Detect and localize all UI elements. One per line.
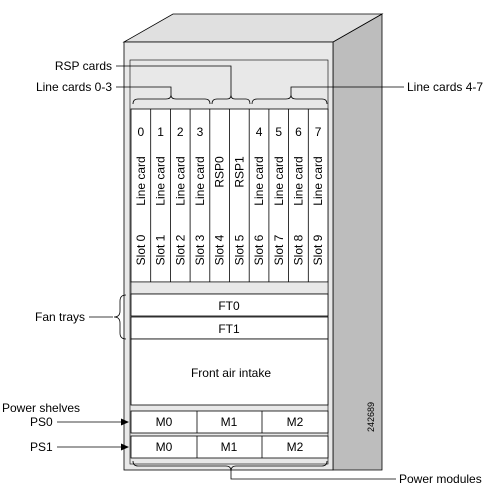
slot-name-label: Slot 5	[232, 234, 246, 265]
slot-name-label: Slot 2	[173, 234, 187, 265]
slot-number: 7	[315, 125, 322, 139]
slot-name-label: Slot 7	[272, 234, 286, 265]
slot-card-label: Line card	[193, 156, 207, 205]
rsp-cards-callout: RSP cards	[55, 59, 112, 73]
slot-card-label: Line card	[311, 156, 325, 205]
slot-number: 6	[295, 125, 302, 139]
slot-number: 1	[157, 125, 164, 139]
slot-card-label: Line card	[291, 156, 305, 205]
slot-card-label: RSP1	[232, 156, 246, 188]
slot-number: 2	[177, 125, 184, 139]
power-modules-leader	[230, 471, 396, 480]
slot-card-label: RSP0	[213, 156, 227, 188]
slot-name-label: Slot 4	[213, 234, 227, 265]
slot-number: 4	[256, 125, 263, 139]
chassis-side-panel	[332, 13, 383, 471]
ps0-arrowhead	[121, 418, 129, 426]
slot-name-label: Slot 9	[311, 234, 325, 265]
fan-tray-0	[130, 293, 329, 317]
ps0-callout: PS0	[30, 415, 53, 429]
ps1-module-m0: M0	[156, 440, 173, 454]
fan-tray-1-label: FT1	[218, 322, 240, 336]
ps1-callout: PS1	[30, 440, 53, 454]
ps0-module-m0: M0	[156, 415, 173, 429]
slot-name-label: Slot 6	[252, 234, 266, 265]
slot-card-label: Line card	[252, 156, 266, 205]
ps1-module-m1: M1	[221, 440, 238, 454]
slot-card-label: Line card	[134, 156, 148, 205]
slot-name-label: Slot 1	[154, 234, 168, 265]
line-cards-right-callout: Line cards 4-7	[407, 80, 483, 94]
slot-name-label: Slot 8	[291, 234, 305, 265]
slot-card-label: Line card	[272, 156, 286, 205]
slot-number: 3	[197, 125, 204, 139]
power-shelf-0	[130, 410, 329, 434]
line-cards-right-leader	[290, 86, 404, 95]
ps0-module-m2: M2	[287, 415, 304, 429]
ps1-arrowhead	[121, 443, 129, 451]
power-shelf-1	[130, 435, 329, 459]
front-air-intake-label: Front air intake	[191, 366, 271, 380]
slot-number: 0	[138, 125, 145, 139]
slot-card-label: Line card	[154, 156, 168, 205]
cage-bottom-strip	[130, 281, 329, 295]
ps0-module-m1: M1	[221, 415, 238, 429]
fan-trays-callout: Fan trays	[35, 310, 85, 324]
fan-trays-brace	[113, 294, 127, 340]
power-shelves-callout: Power shelves	[2, 401, 80, 415]
slot-number: 5	[275, 125, 282, 139]
front-air-intake	[130, 338, 329, 406]
ps1-module-m2: M2	[287, 440, 304, 454]
line-cards-left-callout: Line cards 0-3	[36, 80, 112, 94]
fan-tray-0-label: FT0	[218, 299, 240, 313]
slot-name-label: Slot 3	[193, 234, 207, 265]
figure-id: 242689	[366, 402, 376, 432]
rsp-cards-leader	[116, 65, 232, 95]
power-modules-callout: Power modules	[399, 472, 482, 486]
slot-card-label: Line card	[173, 156, 187, 205]
slot-name-label: Slot 0	[134, 234, 148, 265]
line-cards-left-leader	[116, 86, 172, 95]
